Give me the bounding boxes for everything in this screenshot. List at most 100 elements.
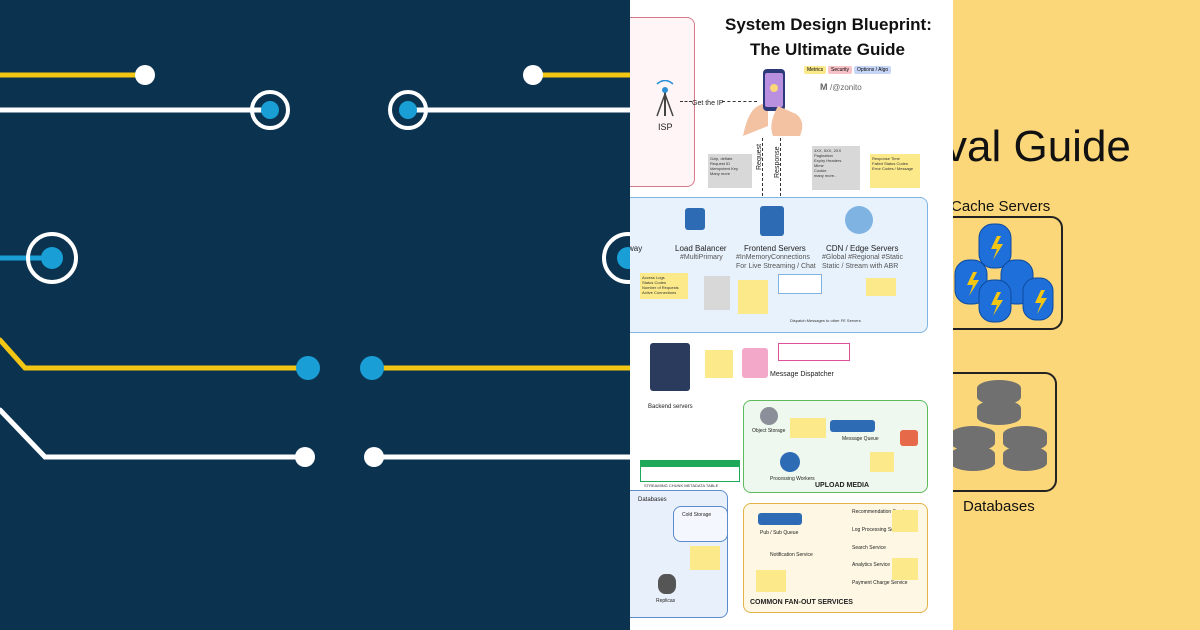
isp-label: ISP	[658, 122, 673, 132]
circuit-node	[399, 101, 417, 119]
ip-arrow	[680, 101, 692, 102]
note-line: 4XX, 5XX, 2XX	[814, 148, 842, 153]
circuit-node	[41, 247, 63, 269]
load-balancer-label: Load Balancer	[675, 244, 727, 253]
pubsub-icon	[758, 513, 802, 525]
response-headers-note: 4XX, 5XX, 2XX Pagination Expiry Headers …	[812, 146, 860, 190]
log-processing-label: Log Processing Service	[852, 527, 905, 533]
get-ip-label: Get the IP	[692, 100, 724, 107]
title-line-1: System Design Blueprint:	[725, 15, 932, 34]
fanout-note	[892, 510, 918, 532]
worker-icon	[780, 452, 800, 472]
payment-label: Payment Charge Service	[852, 580, 908, 586]
backend-server-icon	[650, 343, 690, 391]
cdn-cloud-icon	[845, 206, 873, 234]
object-storage-label: Object Storage	[752, 428, 786, 434]
circuit-node	[364, 447, 384, 467]
gateway-notes: Access Logs Status Codes Number of Reque…	[640, 273, 688, 299]
circuit-line	[0, 337, 311, 371]
replica-db-icon	[658, 574, 676, 594]
note-line: Access Logs	[642, 275, 665, 280]
circuit-node	[296, 356, 320, 380]
medium-icon: M	[820, 82, 828, 92]
request-headers-note: Gzip, deflate Request ID Idempotent Key …	[708, 154, 752, 188]
note-line: Active Connections	[642, 290, 677, 295]
backend-label: Backend servers	[648, 404, 693, 410]
response-arrow	[780, 138, 781, 196]
pubsub-label: Pub / Sub Queue	[760, 530, 799, 536]
message-queue-icon	[830, 420, 875, 432]
circuit-node	[617, 247, 632, 269]
cdn-sub: Static / Stream with ABR	[822, 263, 899, 270]
processing-workers-label: Processing Workers	[770, 476, 815, 482]
guide-title-fragment: val Guide	[953, 122, 1131, 171]
circuit-node-ring	[388, 90, 428, 130]
frontend-tag: #InMemoryConnections	[736, 254, 810, 261]
note-line: Mime	[814, 163, 824, 168]
phone-hand-icon	[743, 69, 803, 136]
note-line: Expiry Headers	[814, 158, 842, 163]
blueprint-panel: System Design Blueprint: The Ultimate Gu…	[630, 0, 953, 630]
cache-servers-box	[953, 216, 1063, 330]
backend-note	[705, 350, 733, 378]
chunk-metadata-table	[640, 460, 740, 482]
upload-note	[870, 452, 894, 472]
dispatcher-label: Message Dispatcher	[770, 371, 834, 378]
metrics-note: Response Time Failed Status Codes Error …	[870, 154, 920, 188]
response-label: Response	[774, 146, 781, 178]
antenna-icon	[656, 80, 674, 117]
note-line: Failed Status Codes	[872, 161, 909, 166]
tag-security: Security	[828, 66, 853, 74]
note-line: Request ID	[710, 161, 731, 166]
databases-label: Databases	[638, 497, 667, 503]
dispatcher-table	[778, 343, 850, 361]
analytics-label: Analytics Service	[852, 562, 891, 568]
circuit-node	[523, 65, 543, 85]
cdn-tag: #Global #Regional #Static	[822, 254, 903, 261]
note-line: Many more	[710, 171, 731, 176]
upload-note	[790, 418, 826, 438]
circuit-node	[135, 65, 155, 85]
databases-label: Databases	[963, 498, 1035, 515]
cdn-note	[866, 278, 896, 296]
note-line: Error Codes / Message	[872, 166, 914, 171]
note-line: Response Time	[872, 156, 900, 161]
ip-arrow	[722, 101, 757, 102]
dispatch-label: Dispatch Messages to other FE Servers	[790, 318, 861, 323]
chunk-table-label: STREAMING CHUNK METADATA TABLE	[644, 483, 719, 488]
fanout-note	[892, 558, 918, 580]
cache-servers-label: Cache Servers	[953, 198, 1051, 215]
note-line: Number of Requests	[642, 285, 679, 290]
frontend-label: Frontend Servers	[744, 244, 806, 253]
note-line: Gzip, deflate	[710, 156, 733, 161]
cache-guide-panel: val Guide Cache Servers	[953, 0, 1200, 630]
circuit-node-ring	[26, 232, 78, 284]
load-balancer-icon	[685, 208, 705, 230]
circuit-node	[360, 356, 384, 380]
dispatcher-icon	[742, 348, 768, 378]
database-icon	[953, 380, 1047, 471]
lb-note	[704, 276, 730, 310]
search-label: Search Service	[852, 545, 886, 551]
fanout-note	[756, 570, 786, 592]
fanout-label: COMMON FAN-OUT SERVICES	[750, 599, 853, 606]
circuit-node-ring	[250, 90, 290, 130]
upload-media-label: UPLOAD MEDIA	[815, 482, 870, 489]
cold-storage-box	[673, 506, 728, 542]
cache-servers-icon	[954, 223, 1054, 323]
fe-note	[738, 280, 768, 314]
notification-label: Notification Service	[770, 552, 813, 558]
db-note	[690, 546, 720, 570]
frontend-server-icon	[760, 206, 784, 236]
note-line: Pagination	[814, 153, 833, 158]
frontend-sub: For Live Streaming / Chat	[736, 263, 816, 270]
request-arrow	[762, 138, 763, 196]
circuit-node	[261, 101, 279, 119]
cold-storage-label: Cold Storage	[682, 512, 712, 518]
databases-box	[953, 372, 1057, 492]
author-handle: /@zonito	[830, 83, 862, 92]
note-line: Status Codes	[642, 280, 667, 285]
circuit-panel	[0, 0, 632, 630]
circuit-node	[295, 447, 315, 467]
